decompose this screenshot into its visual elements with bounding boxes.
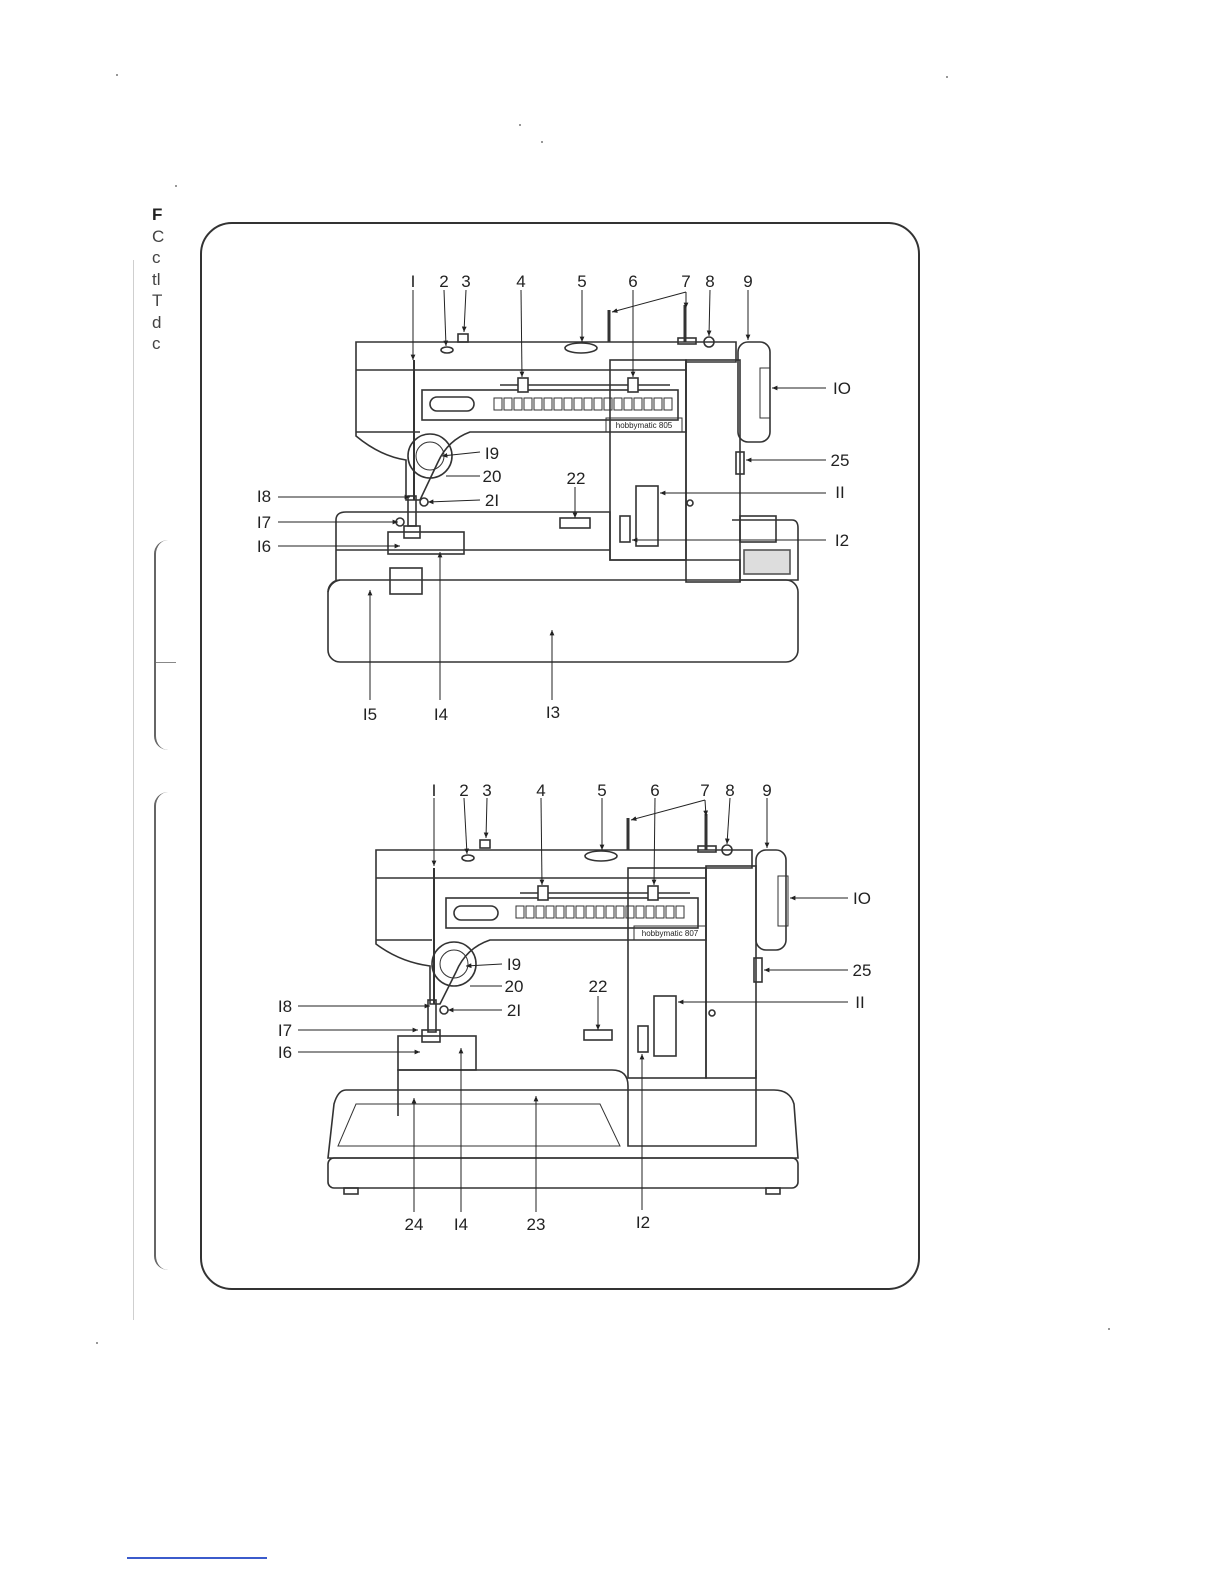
callout-15: I5 xyxy=(363,705,377,724)
callout-22: 22 xyxy=(589,977,608,996)
callout-6: 6 xyxy=(650,781,659,800)
callout-21: 2I xyxy=(507,1001,521,1020)
bottom-rule xyxy=(127,1557,267,1559)
callout-5: 5 xyxy=(577,272,586,291)
callout-25: 25 xyxy=(831,451,850,470)
callout-19: I9 xyxy=(507,955,521,974)
machine-top xyxy=(328,305,798,662)
callout-18: I8 xyxy=(257,487,271,506)
stitch-length-dial xyxy=(654,996,676,1056)
callout-18: I8 xyxy=(278,997,292,1016)
stitch-length-dial xyxy=(636,486,658,546)
stitch-selector-panel xyxy=(422,390,678,420)
bobbin-winder xyxy=(565,343,597,353)
stitch-window xyxy=(454,906,498,920)
reverse-lever xyxy=(620,516,630,542)
callout-14: I4 xyxy=(434,705,448,724)
callout-11: II xyxy=(855,993,864,1012)
stitch-width-dial xyxy=(432,942,476,986)
callout-5: 5 xyxy=(597,781,606,800)
callout-3: 3 xyxy=(482,781,491,800)
callout-7: 7 xyxy=(681,272,690,291)
callout-12: I2 xyxy=(636,1213,650,1232)
free-arm-head xyxy=(398,1036,476,1070)
handwheel xyxy=(756,850,786,950)
handwheel xyxy=(738,342,770,442)
pillar-side xyxy=(706,866,756,1078)
callout-21: 2I xyxy=(485,491,499,510)
callout-8: 8 xyxy=(725,781,734,800)
callout-2: 2 xyxy=(439,272,448,291)
callout-12: I2 xyxy=(835,531,849,550)
slider-4 xyxy=(518,378,528,392)
callout-14: I4 xyxy=(454,1215,468,1234)
pillar xyxy=(628,868,706,1078)
stitch-selector-panel xyxy=(446,898,698,928)
slider-6 xyxy=(648,886,658,900)
pillar-side xyxy=(686,360,740,582)
thread-guide xyxy=(441,347,453,353)
callout-23: 23 xyxy=(527,1215,546,1234)
stitch-keys xyxy=(494,398,672,410)
model-label-807: hobbymatic 807 xyxy=(642,929,699,938)
callout-17: I7 xyxy=(257,513,271,532)
machine-base xyxy=(328,580,798,662)
callout-4: 4 xyxy=(516,272,525,291)
machine-arm xyxy=(376,850,752,1004)
callout-20: 20 xyxy=(505,977,524,996)
callout-11: II xyxy=(835,483,844,502)
slider-6 xyxy=(628,378,638,392)
reverse-lever xyxy=(638,1026,648,1052)
callout-9: 9 xyxy=(762,781,771,800)
tension-knob xyxy=(458,334,468,342)
presser-screw xyxy=(420,498,428,506)
callout-10: IO xyxy=(833,379,851,398)
callout-25: 25 xyxy=(853,961,872,980)
callout-17: I7 xyxy=(278,1021,292,1040)
callout-10: IO xyxy=(853,889,871,908)
stitch-keys xyxy=(516,906,684,918)
callout-1: I xyxy=(432,781,437,800)
callout-20: 20 xyxy=(483,467,502,486)
model-label-805: hobbymatic 805 xyxy=(616,421,673,430)
machine-bottom xyxy=(328,814,798,1194)
callout-9: 9 xyxy=(743,272,752,291)
callout-16: I6 xyxy=(278,1043,292,1062)
callout-2: 2 xyxy=(459,781,468,800)
callout-16: I6 xyxy=(257,537,271,556)
free-arm xyxy=(398,1070,756,1146)
callout-22: 22 xyxy=(567,469,586,488)
callout-19: I9 xyxy=(485,444,499,463)
bobbin-cover-latch xyxy=(560,518,590,528)
stitch-window xyxy=(430,397,474,411)
slider-4 xyxy=(538,886,548,900)
callout-8: 8 xyxy=(705,272,714,291)
slide-plate xyxy=(390,568,422,594)
callout-4: 4 xyxy=(536,781,545,800)
callout-1: I xyxy=(411,272,416,291)
callout-7: 7 xyxy=(700,781,709,800)
callout-24: 24 xyxy=(405,1215,424,1234)
callout-13: I3 xyxy=(546,703,560,722)
callout-6: 6 xyxy=(628,272,637,291)
callout-3: 3 xyxy=(461,272,470,291)
accessory-pattern xyxy=(744,550,790,574)
